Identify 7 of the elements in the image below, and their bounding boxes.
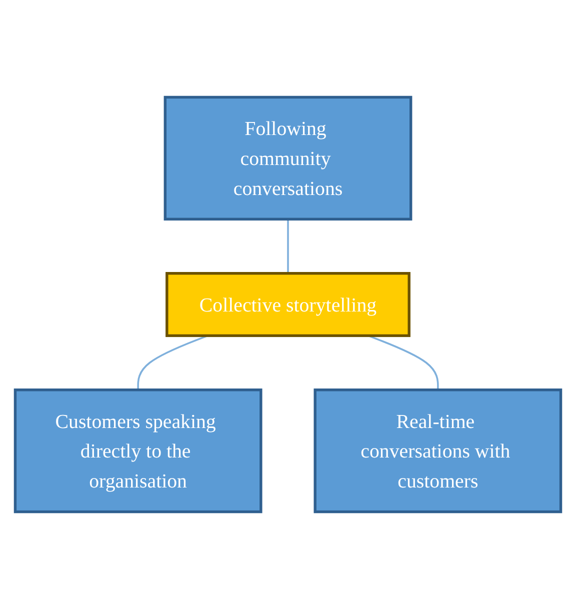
node-box: Collective storytelling [166, 272, 410, 338]
connector [137, 335, 208, 390]
node-box: Real-time conversations with customers [314, 389, 562, 514]
connector [368, 335, 439, 390]
connector [287, 220, 289, 274]
node-box: Following community conversations [164, 96, 412, 221]
node-box: Customers speaking directly to the organisation [14, 389, 262, 514]
